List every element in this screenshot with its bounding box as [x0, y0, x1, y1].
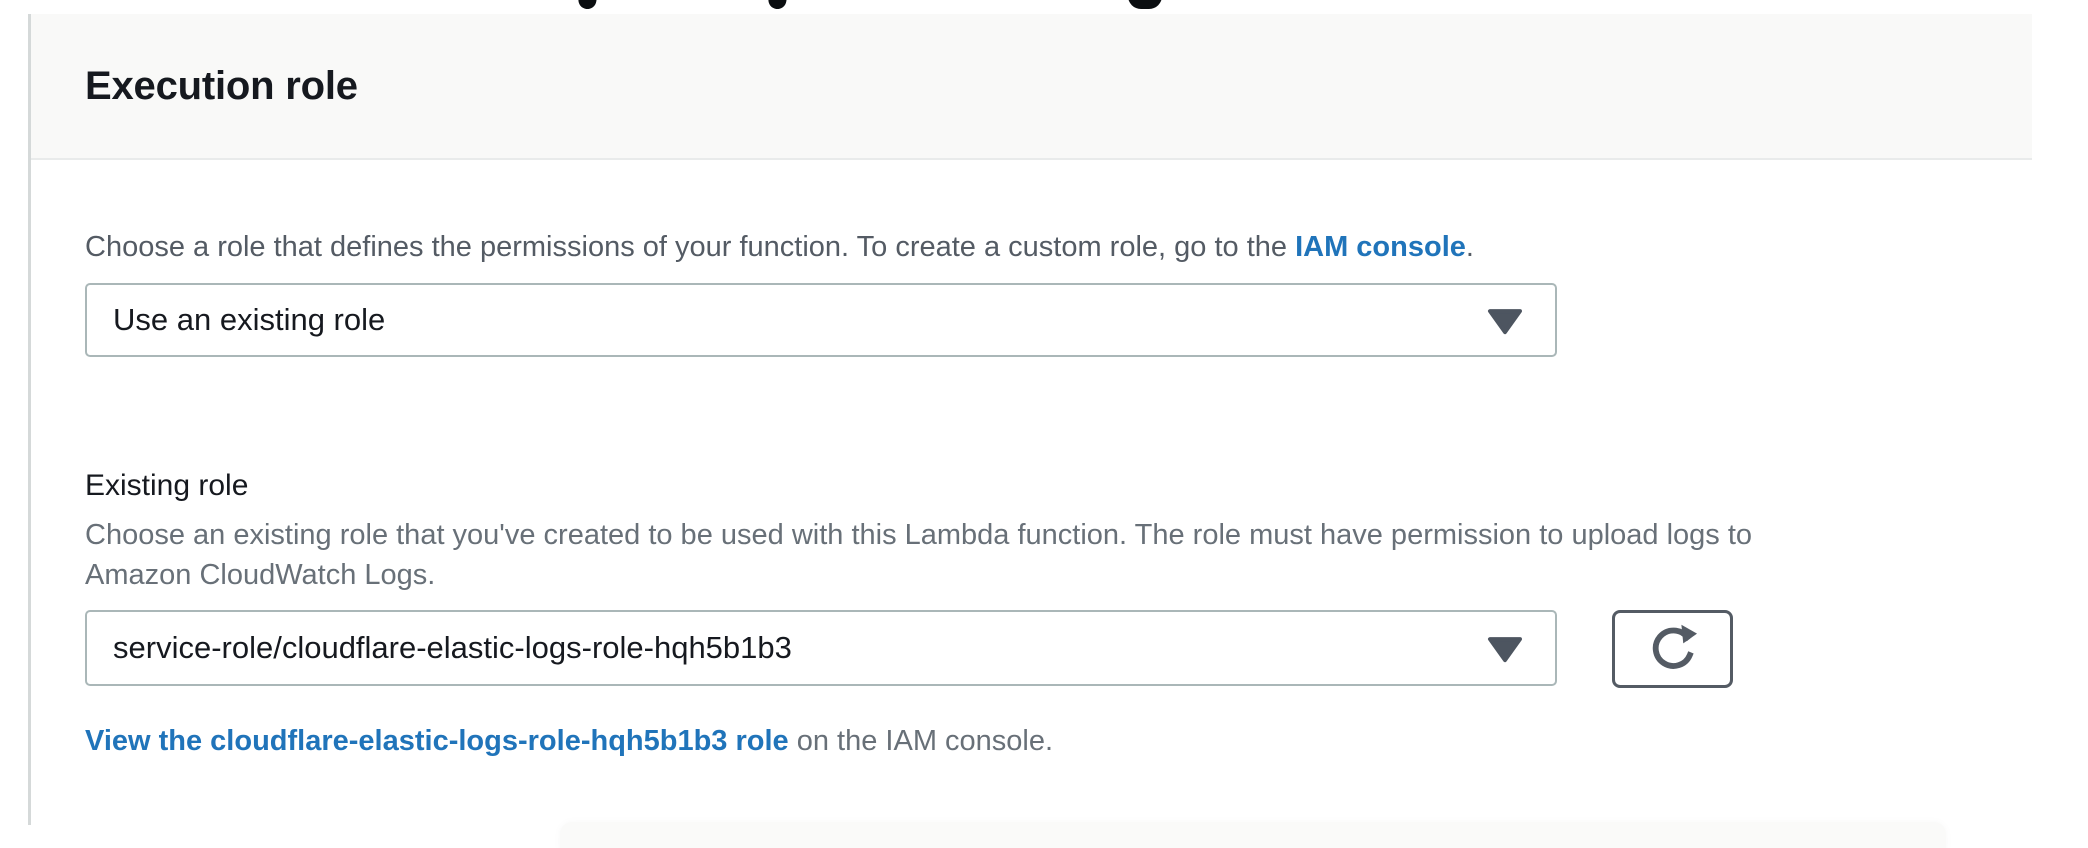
panel-header: Execution role [31, 14, 2032, 160]
existing-role-label: Existing role [85, 469, 249, 502]
view-role-link[interactable]: View the cloudflare-elastic-logs-role-hq… [85, 725, 789, 757]
next-panel-top-edge [560, 822, 1946, 848]
view-role-suffix: on the IAM console. [788, 725, 1054, 757]
refresh-icon [1652, 624, 1697, 669]
refresh-roles-button[interactable] [1612, 610, 1733, 688]
view-role-line: View the cloudflare-elastic-logs-role-hq… [85, 722, 1053, 760]
role-source-description: Choose a role that defines the permissio… [85, 228, 1474, 266]
chevron-down-icon [1488, 309, 1522, 335]
clipped-text-descender [767, 0, 787, 11]
role-source-select[interactable]: Use an existing role [85, 283, 1557, 357]
panel-title: Execution role [85, 63, 358, 108]
existing-role-selected-value: service-role/cloudflare-elastic-logs-rol… [113, 630, 792, 665]
role-source-description-text: Choose a role that defines the permissio… [85, 231, 1296, 263]
execution-role-panel: Execution role Choose a role that define… [28, 14, 2032, 825]
role-source-selected-value: Use an existing role [113, 302, 386, 337]
clipped-text-descender [1128, 0, 1162, 9]
existing-role-description-line2: Amazon CloudWatch Logs. [85, 559, 436, 591]
existing-role-description: Choose an existing role that you've crea… [85, 515, 1752, 595]
role-source-description-period: . [1465, 231, 1474, 263]
existing-role-description-line1: Choose an existing role that you've crea… [85, 519, 1753, 551]
existing-role-select[interactable]: service-role/cloudflare-elastic-logs-rol… [85, 610, 1557, 686]
clipped-text-descender [577, 0, 597, 11]
chevron-down-icon [1488, 637, 1522, 663]
iam-console-link[interactable]: IAM console [1295, 231, 1466, 263]
